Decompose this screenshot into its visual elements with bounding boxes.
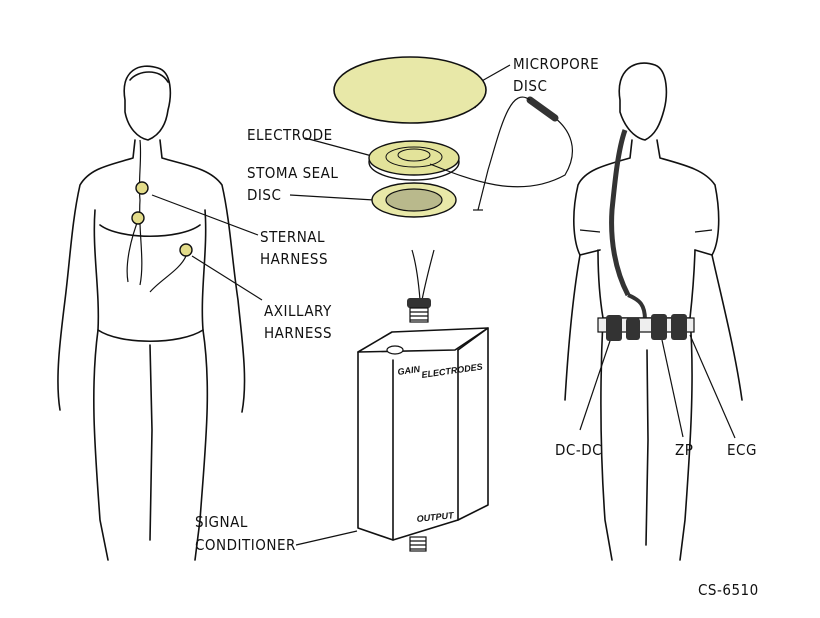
sternal-electrode-upper <box>135 181 149 195</box>
sternal-label-2: HARNESS <box>260 250 328 268</box>
zp-module <box>651 314 667 340</box>
dc-dc-module <box>606 315 622 341</box>
electrode-label: ELECTRODE <box>247 126 333 144</box>
zp-label: ZP <box>675 441 693 459</box>
stoma-seal-disc <box>371 182 457 218</box>
leader-lines <box>151 64 736 546</box>
sternal-label-1: STERNAL <box>260 228 325 246</box>
dc-dc-label: DC-DC <box>555 441 602 459</box>
sternal-harness <box>126 139 193 293</box>
signal-conditioner: GAIN ELECTRODES OUTPUT <box>357 249 489 552</box>
signal-label-2: CONDITIONER <box>195 536 296 554</box>
micropore-label-1: MICROPORE <box>513 55 599 73</box>
electrodes-label: ELECTRODES <box>421 362 483 380</box>
axillary-label-2: HARNESS <box>264 324 332 342</box>
micropore-label-2: DISC <box>513 77 547 95</box>
axillary-label-1: AXILLARY <box>264 302 332 320</box>
left-figure-body <box>57 65 246 561</box>
signal-label-1: SIGNAL <box>195 513 248 531</box>
figure-id: CS-6510 <box>698 581 759 599</box>
electrode-lead-wire <box>429 96 574 211</box>
gain-label: GAIN <box>397 364 421 377</box>
labels: MICROPORE DISC ELECTRODE STOMA SEAL DISC… <box>195 55 759 599</box>
output-label: OUTPUT <box>416 510 455 524</box>
stoma-seal-label-2: DISC <box>247 186 281 204</box>
axillary-electrode <box>179 243 193 257</box>
sternal-electrode-lower <box>131 211 145 225</box>
micropore-disc <box>333 56 487 124</box>
stoma-seal-label-1: STOMA SEAL <box>247 164 338 182</box>
ecg-module <box>671 314 687 340</box>
right-figure-body <box>564 62 743 561</box>
ecg-label: ECG <box>727 441 757 459</box>
electrode-disc <box>368 140 460 181</box>
